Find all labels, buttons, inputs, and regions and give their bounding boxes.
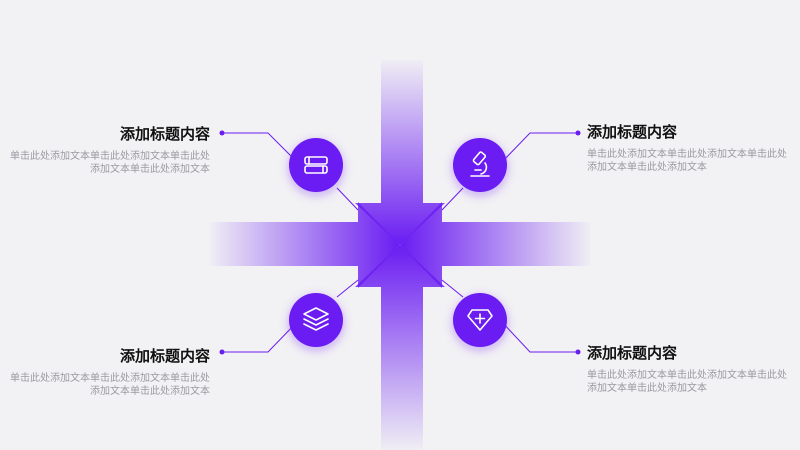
connector-top-right-inner	[441, 187, 464, 211]
text-block-top-right: 添加标题内容 单击此处添加文本单击此处添加文本单击此处添加文本单击此处添加文本	[587, 122, 787, 174]
layers-icon	[303, 307, 329, 331]
dot-top-left	[219, 130, 225, 136]
connector-bottom-left	[222, 320, 299, 353]
icon-circle-1	[289, 138, 343, 192]
arrow-left	[210, 202, 400, 288]
block-title: 添加标题内容	[119, 347, 210, 365]
block-title: 添加标题内容	[587, 123, 678, 141]
connector-bottom-right-inner	[441, 279, 464, 298]
dot-bottom-left	[219, 349, 225, 355]
block-body: 单击此处添加文本单击此处添加文本单击此处添加文本单击此处添加文本	[587, 149, 787, 173]
connector-bottom-left-inner	[336, 279, 359, 298]
block-body: 单击此处添加文本单击此处添加文本单击此处添加文本单击此处添加文本	[10, 373, 210, 397]
text-block-bottom-right: 添加标题内容 单击此处添加文本单击此处添加文本单击此处添加文本单击此处添加文本	[587, 343, 787, 395]
text-block-top-left: 添加标题内容 单击此处添加文本单击此处添加文本单击此处添加文本单击此处添加文本	[10, 124, 210, 176]
arrow-right	[400, 202, 590, 288]
connector-top-left-inner	[336, 187, 359, 211]
connector-top-right	[500, 132, 578, 164]
arrow-top	[355, 60, 445, 245]
arrow-bottom	[355, 245, 445, 450]
books-icon	[304, 156, 328, 174]
connector-bottom-right	[500, 320, 578, 353]
microscope-icon	[470, 151, 490, 177]
block-body: 单击此处添加文本单击此处添加文本单击此处添加文本单击此处添加文本	[10, 151, 210, 175]
dot-top-right	[575, 130, 581, 136]
block-title: 添加标题内容	[119, 125, 210, 143]
connector-top-left	[222, 132, 299, 164]
diamond-plus-icon	[467, 309, 493, 331]
text-block-bottom-left: 添加标题内容 单击此处添加文本单击此处添加文本单击此处添加文本单击此处添加文本	[10, 346, 210, 398]
icon-circle-2	[453, 138, 507, 192]
block-title: 添加标题内容	[587, 344, 678, 362]
block-body: 单击此处添加文本单击此处添加文本单击此处添加文本单击此处添加文本	[587, 370, 787, 394]
dot-bottom-right	[575, 349, 581, 355]
